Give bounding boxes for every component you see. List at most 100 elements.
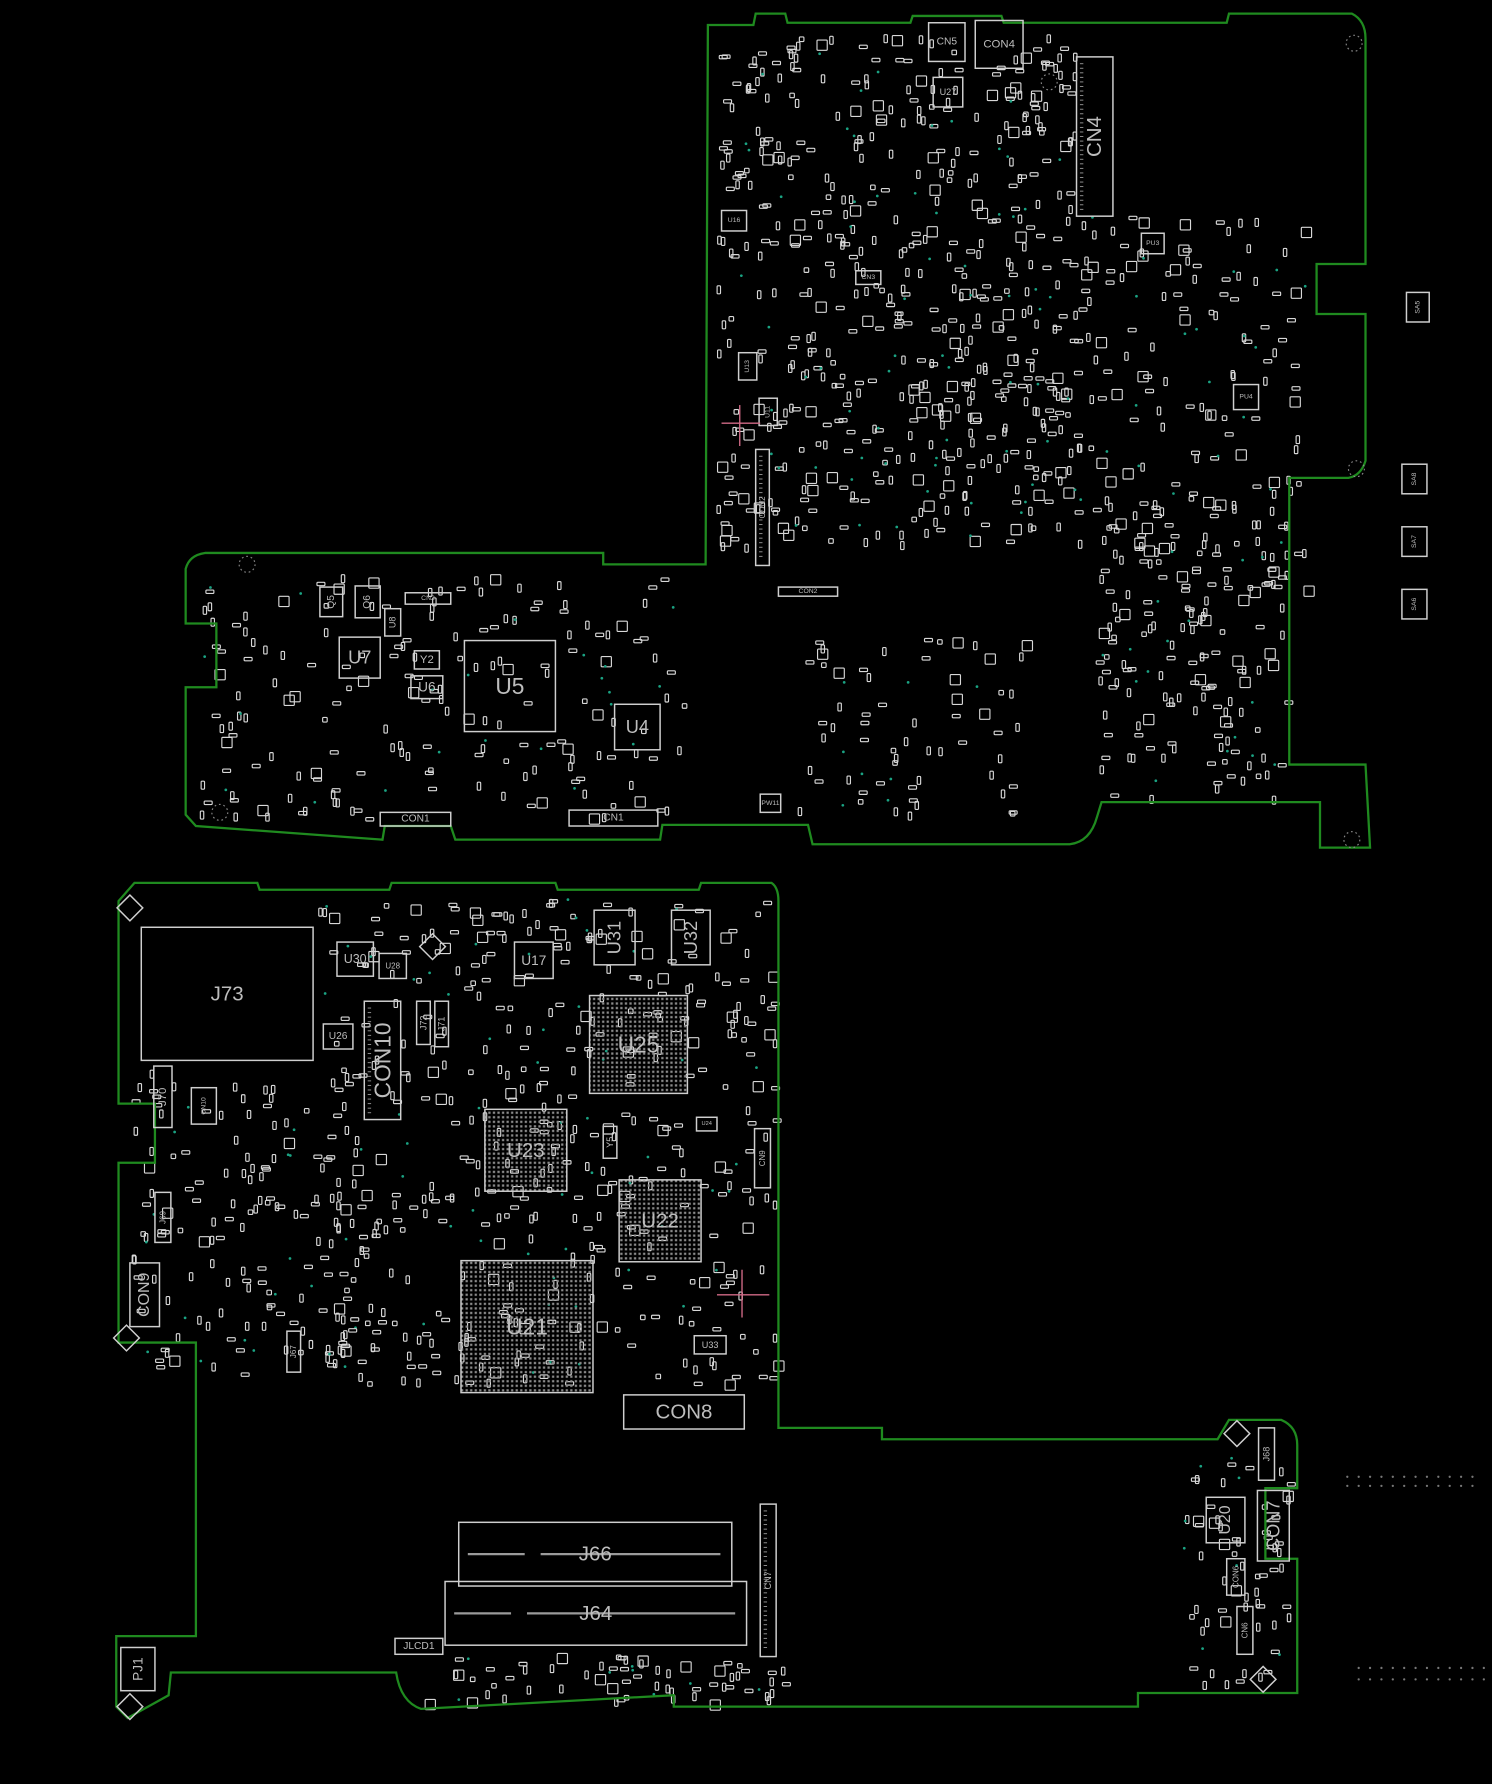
component-label: U17 (521, 953, 546, 968)
pad (209, 1235, 215, 1245)
component-cn1[interactable]: CN1 (568, 809, 659, 827)
component-sa8[interactable]: SA8 (1401, 463, 1428, 495)
component-u27[interactable]: U27 (932, 76, 964, 108)
pad (572, 1124, 578, 1135)
component-label: SA7 (1411, 535, 1418, 548)
component-pw11[interactable]: PW11 (759, 793, 782, 814)
component-j68[interactable]: J68 (1257, 1427, 1276, 1481)
pad (602, 902, 613, 908)
component-jlcd1[interactable]: JLCD1 (394, 1637, 444, 1656)
pad (233, 812, 238, 822)
component-u4[interactable]: U4 (613, 703, 661, 751)
component-con1[interactable]: CON1 (379, 811, 452, 827)
via (1183, 1519, 1187, 1523)
pad (943, 107, 953, 112)
component-label: PJ1 (130, 1657, 145, 1681)
component-j69[interactable]: J69 (154, 1191, 172, 1244)
via (477, 1106, 481, 1110)
component-u20[interactable]: U20 (1205, 1496, 1246, 1544)
pad (1063, 487, 1075, 499)
component-q6[interactable]: Q6 (354, 585, 381, 619)
component-u32[interactable]: U32 (670, 909, 711, 966)
pad (1015, 231, 1027, 243)
component-u16[interactable]: U16 (720, 209, 748, 232)
component-cn10[interactable]: CN10 (190, 1086, 218, 1125)
component-j67[interactable]: J67 (286, 1330, 302, 1373)
pad (350, 1317, 360, 1322)
component-u11[interactable]: U11 (758, 397, 779, 427)
component-u26[interactable]: U26 (322, 1023, 354, 1050)
component-u21[interactable]: U21 (460, 1259, 594, 1394)
pad (427, 786, 438, 792)
component-j73[interactable]: J73 (140, 926, 314, 1062)
pad (430, 1045, 436, 1055)
pad (830, 182, 835, 192)
component-u8[interactable]: U8 (384, 607, 402, 637)
component-u33[interactable]: U33 (693, 1334, 727, 1355)
component-body (463, 639, 557, 733)
component-u31[interactable]: U31 (593, 909, 636, 966)
component-u28[interactable]: U28 (378, 952, 408, 980)
component-cn3[interactable]: CN3 (855, 270, 882, 286)
component-body (1401, 463, 1428, 495)
component-u5[interactable]: U5 (463, 639, 557, 733)
component-con6[interactable]: CON6 (1225, 1557, 1246, 1596)
via (1279, 541, 1283, 544)
component-con4[interactable]: CON4 (974, 19, 1024, 70)
component-label: CN4 (1083, 116, 1106, 157)
component-y5[interactable]: Y5 (602, 1125, 618, 1159)
component-pj1[interactable]: PJ1 (120, 1646, 156, 1692)
pad (296, 771, 302, 781)
component-j66[interactable]: J66 (457, 1521, 733, 1587)
pad (589, 1132, 600, 1138)
pad (236, 711, 242, 721)
component-u7[interactable]: U7 (338, 636, 381, 679)
component-cn5[interactable]: CN5 (927, 22, 966, 63)
component-u13[interactable]: U13 (737, 351, 758, 381)
component-con2[interactable]: CON2 (754, 448, 771, 567)
component-pu3[interactable]: PU3 (1140, 232, 1165, 255)
pad (979, 708, 991, 720)
component-y2[interactable]: Y2 (413, 650, 441, 670)
component-con7[interactable]: CON7 (1256, 1489, 1291, 1562)
pad (1189, 1666, 1199, 1671)
component-u6[interactable]: U6 (410, 675, 444, 700)
component-j70[interactable]: J70 (153, 1065, 173, 1129)
component-sa5[interactable]: SA5 (1405, 291, 1430, 323)
component-con2[interactable]: CON2 (777, 586, 839, 597)
pad (607, 1682, 619, 1695)
pad (1201, 685, 1211, 691)
component-j64[interactable]: J64 (444, 1580, 748, 1646)
component-u30[interactable]: U30 (336, 941, 375, 977)
component-j72[interactable]: J72 (415, 1000, 432, 1046)
component-j71[interactable]: J71 (434, 1000, 450, 1048)
component-cn9[interactable]: CN9 (753, 1127, 772, 1189)
component-u24[interactable]: U24 (695, 1116, 718, 1132)
component-con9[interactable]: CON9 (129, 1262, 161, 1328)
pad (376, 1218, 383, 1225)
component-pu4[interactable]: PU4 (1232, 383, 1260, 411)
component-cn7[interactable]: CN7 (759, 1503, 777, 1658)
component-u17[interactable]: U17 (513, 941, 554, 980)
via (286, 1153, 290, 1157)
pad (320, 1163, 325, 1173)
component-u23[interactable]: U23 (484, 1108, 568, 1192)
component-u22[interactable]: U22 (618, 1179, 702, 1263)
component-cn2[interactable]: CN2 (404, 592, 452, 605)
component-sa7[interactable]: SA7 (1401, 526, 1428, 558)
pad (1222, 567, 1232, 572)
component-con8[interactable]: CON8 (622, 1394, 746, 1430)
component-u25[interactable]: U25 (588, 994, 689, 1095)
pad (642, 598, 648, 608)
pad (1027, 305, 1033, 315)
component-sa6[interactable]: SA6 (1401, 588, 1428, 620)
pad (830, 359, 836, 366)
via (1038, 307, 1042, 311)
component-cn6[interactable]: CN6 (1236, 1605, 1254, 1656)
via (369, 955, 373, 958)
component-cn4[interactable]: CN4 (1075, 56, 1114, 217)
component-con10[interactable]: CON10 (363, 1000, 402, 1121)
component-q5[interactable]: Q5 (319, 586, 344, 618)
pad (760, 994, 766, 1005)
